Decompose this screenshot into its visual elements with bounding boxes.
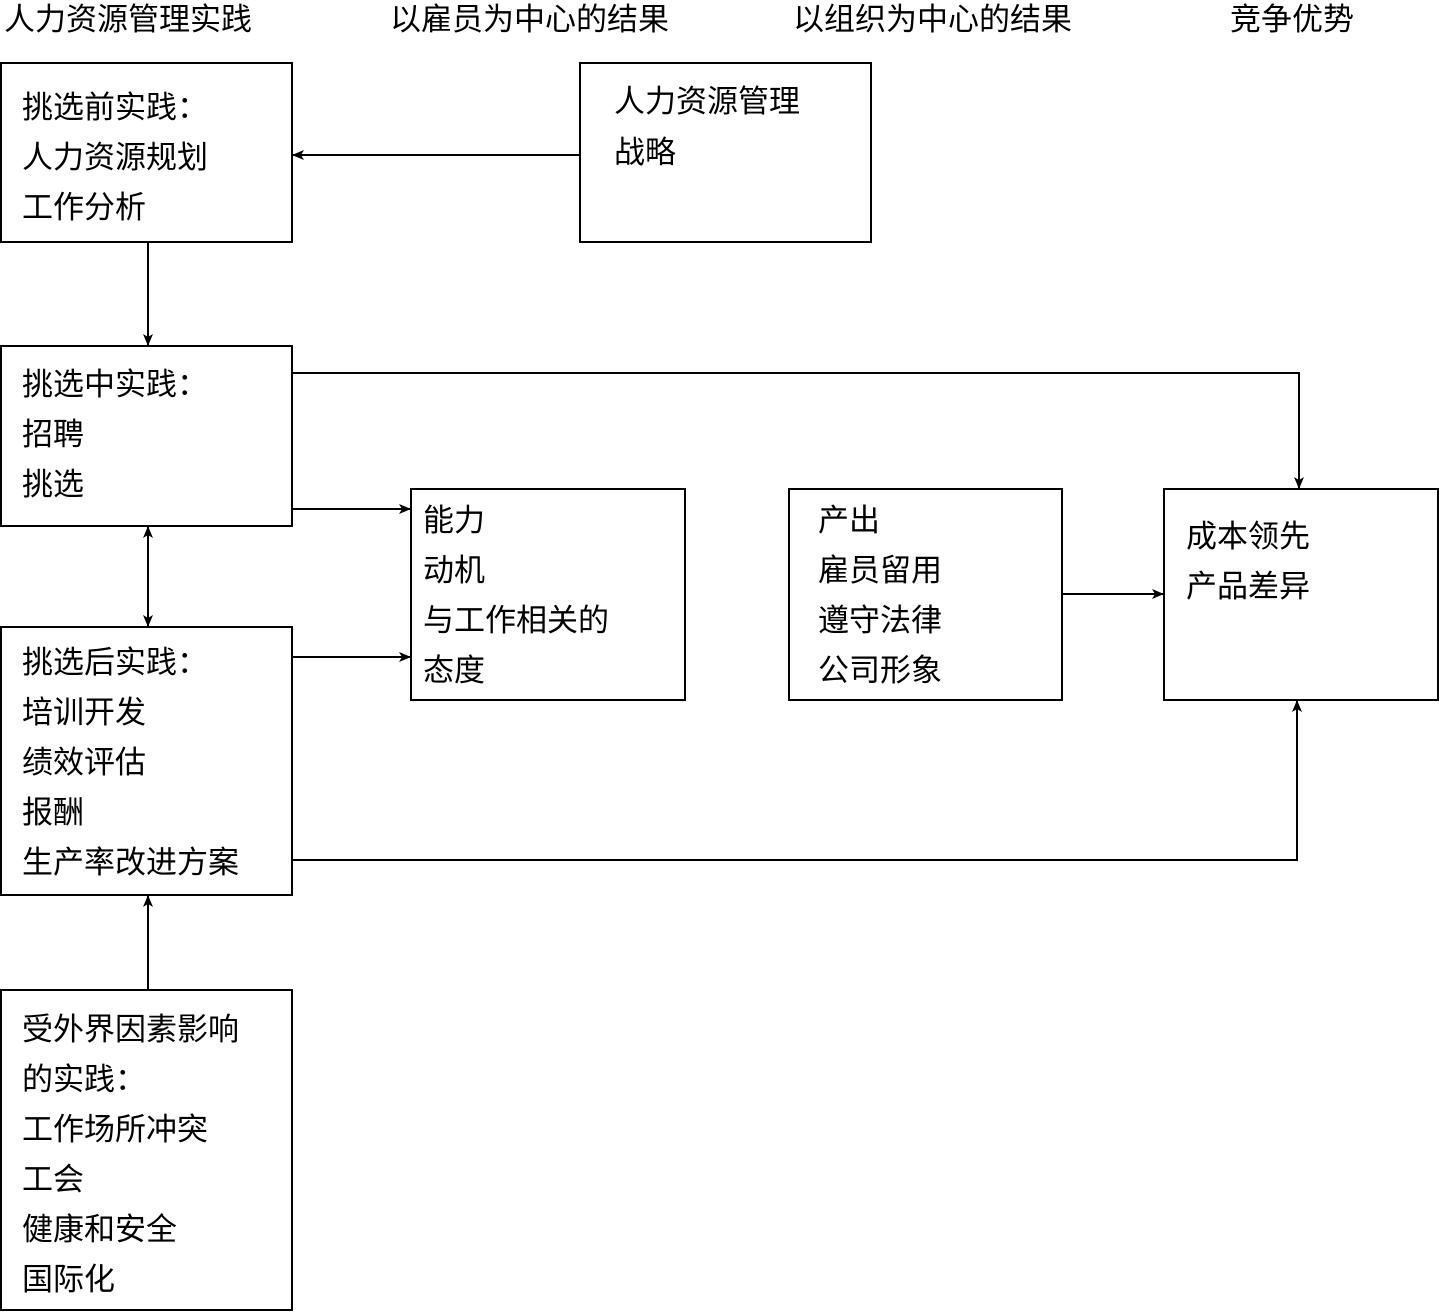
pre-selection-box: 挑选前实践： 人力资源规划 工作分析 — [0, 62, 293, 243]
box-line: 健康和安全 — [22, 1212, 177, 1248]
box-line: 产品差异 — [1186, 569, 1310, 605]
box-line: 国际化 — [22, 1262, 115, 1298]
box-line: 公司形象 — [818, 653, 942, 689]
box-line: 成本领先 — [1186, 519, 1310, 555]
header-org-outcomes: 以组织为中心的结果 — [793, 2, 1072, 38]
box-line: 生产率改进方案 — [22, 845, 239, 881]
header-competitive-advantage: 竞争优势 — [1230, 2, 1354, 38]
org-outcomes-box: 产出 雇员留用 遵守法律 公司形象 — [788, 488, 1063, 701]
box-line: 态度 — [423, 653, 485, 689]
box-line: 受外界因素影响 — [22, 1012, 239, 1048]
header-hrm-practices: 人力资源管理实践 — [4, 2, 252, 38]
box-line: 工作场所冲突 — [22, 1112, 208, 1148]
box-line: 人力资源管理 — [614, 84, 800, 120]
box-line: 绩效评估 — [22, 745, 146, 781]
box-line: 雇员留用 — [818, 553, 942, 589]
box-line: 挑选 — [22, 467, 84, 503]
header-employee-outcomes: 以雇员为中心的结果 — [390, 2, 669, 38]
box-line: 招聘 — [22, 417, 84, 453]
box-line: 与工作相关的 — [423, 603, 609, 639]
box-line: 挑选中实践： — [22, 367, 208, 403]
box-line: 报酬 — [22, 795, 84, 831]
arrow-post-to-advantage — [292, 700, 1302, 861]
box-line: 遵守法律 — [818, 603, 942, 639]
box-line: 战略 — [614, 135, 676, 171]
external-factors-box: 受外界因素影响 的实践： 工作场所冲突 工会 健康和安全 国际化 — [0, 989, 293, 1311]
box-line: 挑选后实践： — [22, 645, 208, 681]
box-line: 挑选前实践： — [22, 90, 208, 126]
box-line: 能力 — [423, 503, 485, 539]
strategy-box: 人力资源管理 战略 — [579, 62, 872, 243]
box-line: 的实践： — [22, 1062, 146, 1098]
box-line: 培训开发 — [22, 695, 146, 731]
box-line: 动机 — [423, 553, 485, 589]
employee-outcomes-box: 能力 动机 与工作相关的 态度 — [410, 488, 686, 701]
box-line: 产出 — [818, 503, 880, 539]
arrow-selection-to-advantage — [292, 372, 1304, 489]
box-line: 工会 — [22, 1162, 84, 1198]
box-line: 人力资源规划 — [22, 140, 208, 176]
box-line: 工作分析 — [22, 190, 146, 226]
competitive-advantage-box: 成本领先 产品差异 — [1163, 488, 1439, 701]
selection-box: 挑选中实践： 招聘 挑选 — [0, 345, 293, 527]
post-selection-box: 挑选后实践： 培训开发 绩效评估 报酬 生产率改进方案 — [0, 626, 293, 896]
